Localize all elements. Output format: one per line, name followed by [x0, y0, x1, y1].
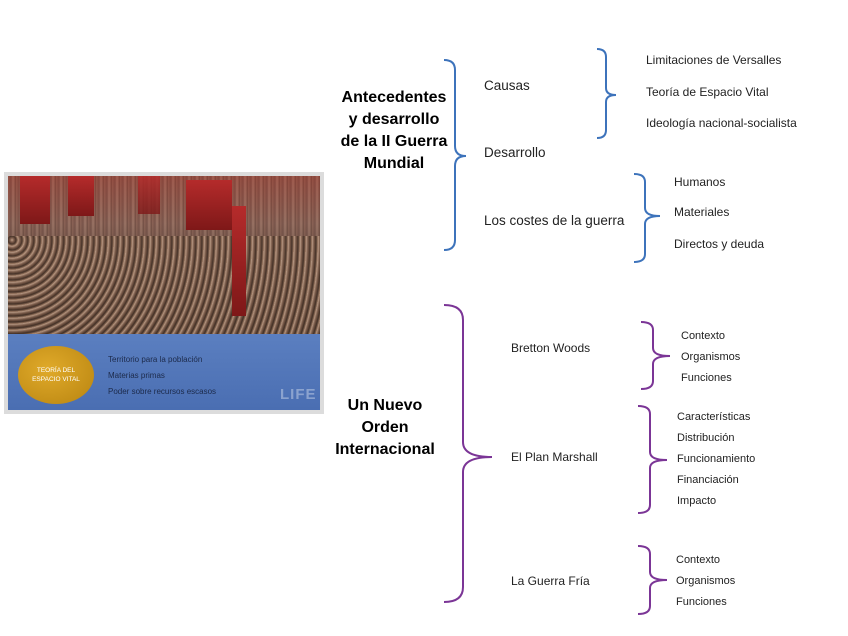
branch-plan-marshall: El Plan Marshall: [511, 450, 598, 464]
section1-title-line: y desarrollo: [348, 111, 440, 128]
leaf-item: Directos y deuda: [674, 237, 765, 251]
branch-bretton-woods: Bretton Woods: [511, 341, 591, 355]
brace-bretton: [640, 321, 671, 390]
branch-causas: Causas: [484, 78, 530, 93]
banner-flag: [186, 180, 232, 230]
crowd-texture: [8, 236, 320, 334]
brace-section1: [443, 59, 467, 251]
leaf-item: Materiales: [674, 205, 730, 219]
historical-photo: TEORÍA DEL ESPACIO VITAL Territorio para…: [4, 172, 324, 414]
leaf-item: Humanos: [674, 175, 726, 189]
leaf-item: Impacto: [677, 495, 717, 507]
leaf-item: Ideología nacional-socialista: [646, 116, 797, 130]
leaf-item: Contexto: [676, 554, 721, 566]
badge-text: TEORÍA DEL: [36, 367, 76, 374]
leaf-item: Características: [677, 411, 751, 423]
leaf-item: Funcionamiento: [677, 453, 756, 465]
leaf-item: Contexto: [681, 330, 726, 342]
badge-text: ESPACIO VITAL: [32, 376, 80, 383]
leaf-item: Distribución: [677, 432, 735, 444]
branch-guerra-fria: La Guerra Fría: [511, 574, 590, 588]
banner-flag: [68, 176, 94, 216]
branch-costes: Los costes de la guerra: [484, 213, 625, 228]
life-logo: LIFE: [280, 386, 317, 403]
banner-flag: [138, 176, 160, 214]
banner-flag: [20, 176, 50, 224]
banner-flag: [232, 206, 246, 316]
photo-list-item: Materias primas: [108, 371, 165, 380]
photo-list-item: Poder sobre recursos escasos: [108, 387, 217, 396]
leaf-item: Organismos: [676, 575, 736, 587]
leaf-item: Teoría de Espacio Vital: [646, 85, 769, 99]
brace-section2: [443, 304, 493, 603]
section1-title-line: Mundial: [363, 155, 425, 172]
leaf-item: Funciones: [681, 372, 732, 384]
leaf-item: Limitaciones de Versalles: [646, 53, 782, 67]
brace-causas: [596, 48, 617, 139]
brace-marshall: [637, 405, 668, 514]
branch-desarrollo: Desarrollo: [484, 145, 546, 160]
espacio-vital-badge: TEORÍA DEL ESPACIO VITAL: [18, 346, 94, 404]
brace-costes: [633, 173, 661, 263]
section2-title: Un Nuevo Orden Internacional: [335, 395, 435, 461]
section2-title-line: Un Nuevo: [347, 397, 423, 414]
leaf-item: Organismos: [681, 351, 741, 363]
photo-frame: TEORÍA DEL ESPACIO VITAL Territorio para…: [8, 176, 320, 410]
leaf-item: Financiación: [677, 474, 739, 486]
section2-title-line: Orden: [361, 419, 409, 436]
section1-title: Antecedentes y desarrollo de la II Guerr…: [330, 87, 458, 175]
leaf-item: Funciones: [676, 596, 727, 608]
brace-guerra-fria: [637, 545, 668, 615]
section1-title-line: de la II Guerra: [340, 133, 448, 150]
section2-title-line: Internacional: [335, 441, 435, 458]
photo-list-item: Territorio para la población: [108, 355, 203, 364]
section1-title-line: Antecedentes: [341, 89, 447, 106]
